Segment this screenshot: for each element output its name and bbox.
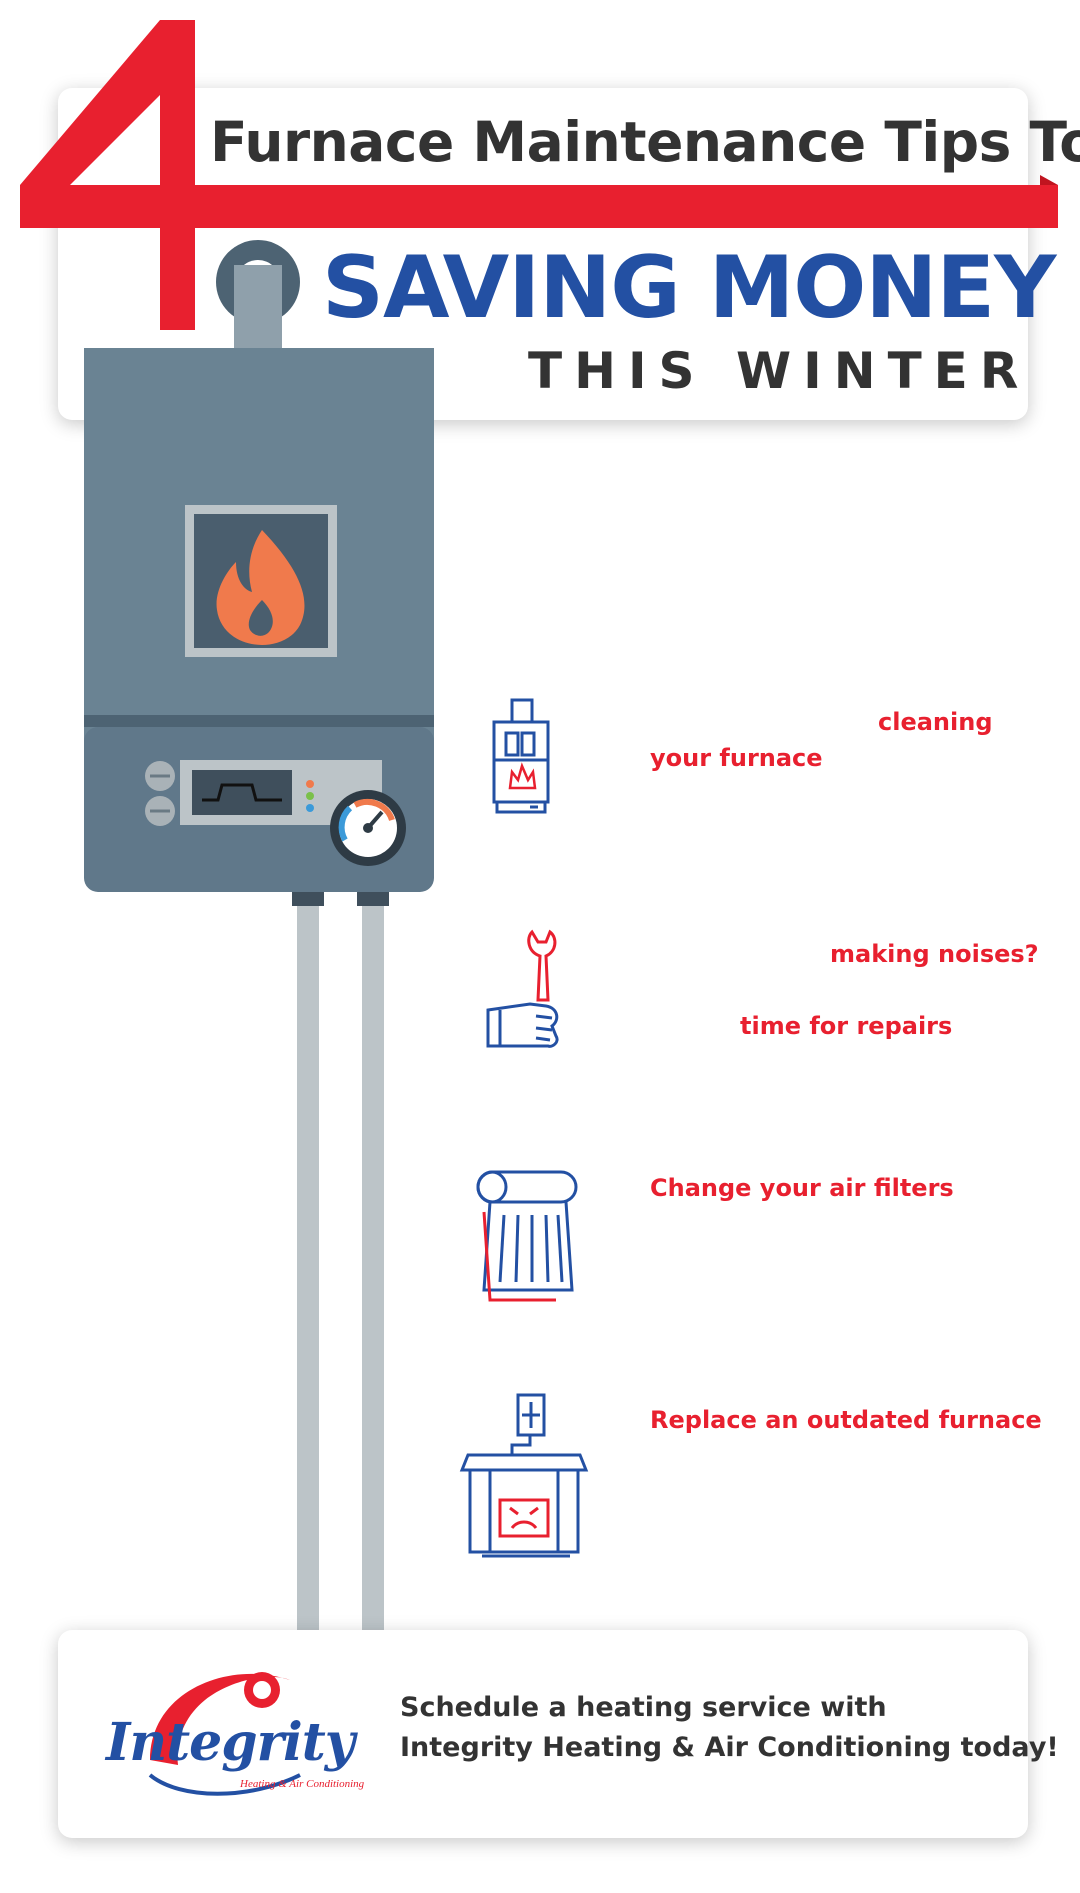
logo-tagline: Heating & Air Conditioning <box>240 1778 365 1790</box>
number-four <box>20 20 195 330</box>
footer-cta: Schedule a heating service with Integrit… <box>400 1688 1059 1768</box>
gauge-icon <box>330 790 406 866</box>
footer-cta-line1: Schedule a heating service with <box>400 1692 887 1723</box>
pipes-icon <box>292 880 389 1630</box>
air-filter-icon <box>476 1170 578 1302</box>
tip1-text-b: your furnace <box>650 744 823 772</box>
flame-window-icon <box>185 505 337 657</box>
outdated-furnace-icon <box>459 1393 589 1558</box>
header-title-line3: THIS WINTER <box>528 342 1031 400</box>
header-title-line2: SAVING MONEY <box>322 238 1056 338</box>
tip3-text: Change your air filters <box>650 1174 954 1202</box>
red-bar <box>20 185 1058 228</box>
footer-cta-line2: Integrity Heating & Air Conditioning tod… <box>400 1732 1059 1763</box>
tip2-text-a: making noises? <box>830 940 1039 968</box>
integrity-logo-swoosh-icon <box>148 1672 301 1796</box>
wrench-hand-icon <box>486 929 559 1048</box>
logo-name: Integrity <box>106 1712 355 1773</box>
footer-card <box>58 1630 1028 1838</box>
tip4-text: Replace an outdated furnace <box>650 1406 1042 1434</box>
exhaust-pipe-icon <box>216 240 300 360</box>
control-panel <box>145 760 382 826</box>
tip1-text-a: cleaning <box>878 708 993 736</box>
tip2-text-b: time for repairs <box>740 1012 953 1040</box>
header-title-line1: Furnace Maintenance Tips To <box>210 110 1080 174</box>
furnace-cleaning-icon <box>492 698 550 814</box>
